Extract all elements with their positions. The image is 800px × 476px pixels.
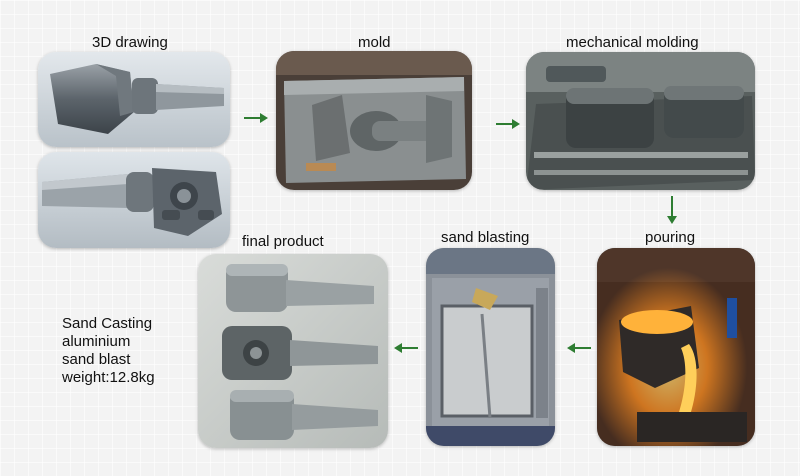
- mold-image: [276, 51, 472, 190]
- product-spec: Sand Casting aluminium sand blast weight…: [62, 315, 155, 387]
- arrow-molding-to-pouring: [667, 196, 677, 224]
- spec-process: Sand Casting: [62, 315, 153, 332]
- label-mold: mold: [358, 34, 391, 51]
- 3d-drawing-image-bottom: [38, 152, 230, 248]
- label-final-product: final product: [242, 233, 324, 250]
- sand-blasting-image: [426, 248, 555, 446]
- spec-material: aluminium: [62, 333, 131, 350]
- mechanical-molding-image: [526, 52, 755, 190]
- arrow-mold-to-molding: [496, 119, 520, 129]
- spec-weight: weight:12.8kg: [62, 369, 155, 386]
- label-sand-blasting: sand blasting: [441, 229, 530, 246]
- spec-finish: sand blast: [62, 351, 131, 368]
- arrow-drawing-to-mold: [244, 113, 268, 123]
- 3d-drawing-image-top: [38, 52, 230, 147]
- arrow-blasting-to-product: [394, 343, 418, 353]
- label-mechanical-molding: mechanical molding: [566, 34, 699, 51]
- arrow-pouring-to-blasting: [567, 343, 591, 353]
- label-3d-drawing: 3D drawing: [92, 34, 168, 51]
- pouring-image: [597, 248, 755, 446]
- label-pouring: pouring: [645, 229, 696, 246]
- final-product-image: [198, 254, 388, 448]
